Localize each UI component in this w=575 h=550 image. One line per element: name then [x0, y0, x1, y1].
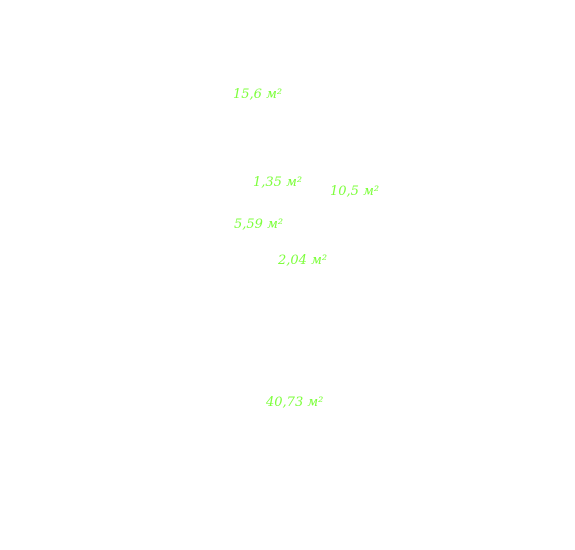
room-area-value: 15,6 [233, 87, 262, 102]
room-area-value: 5,59 [234, 217, 263, 232]
room-area-value: 10,5 [330, 184, 359, 199]
room-area-label: 5,59 м² [234, 217, 283, 233]
room-area-unit: м² [286, 175, 303, 190]
room-area-label: 15,6 м² [233, 87, 282, 103]
room-area-unit: м² [307, 395, 324, 410]
room-area-label: 10,5 м² [330, 184, 379, 200]
room-area-label: 40,73 м² [266, 395, 323, 411]
room-area-unit: м² [311, 253, 328, 268]
room-area-label: 2,04 м² [278, 253, 327, 269]
room-area-unit: м² [267, 217, 284, 232]
room-area-value: 40,73 [266, 395, 304, 410]
room-area-value: 1,35 [253, 175, 282, 190]
room-area-label: 1,35 м² [253, 175, 302, 191]
room-area-unit: м² [266, 87, 283, 102]
room-area-value: 2,04 [278, 253, 307, 268]
room-area-unit: м² [363, 184, 380, 199]
